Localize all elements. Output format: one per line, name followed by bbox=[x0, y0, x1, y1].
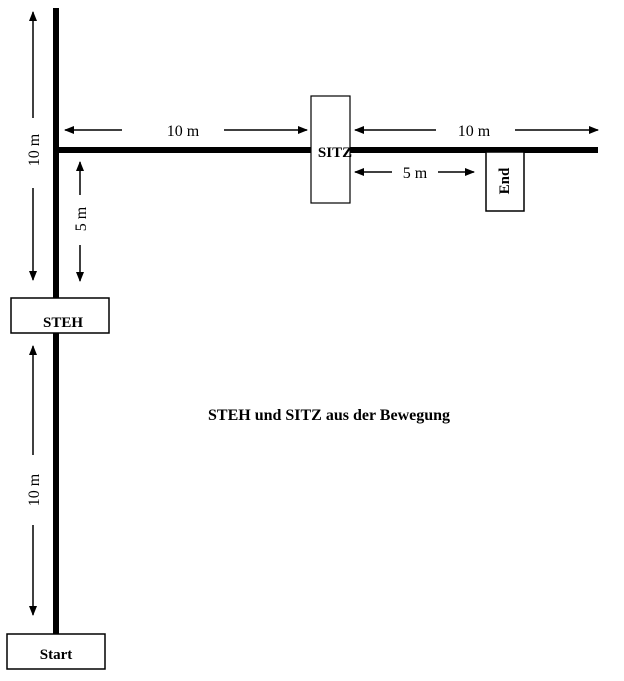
steh-label: STEH bbox=[43, 315, 83, 331]
dimension-horizontal-left: 10 m bbox=[64, 123, 308, 140]
distance-label: 10 m bbox=[26, 473, 43, 506]
distance-label: 5 m bbox=[403, 165, 428, 182]
steh-box: STEH bbox=[10, 297, 110, 334]
distance-label: 10 m bbox=[167, 123, 200, 140]
end-label: End bbox=[497, 167, 513, 194]
start-box: Start bbox=[6, 633, 106, 670]
dimension-vertical-upper: 10 m bbox=[26, 11, 43, 281]
diagram-caption: STEH und SITZ aus der Bewegung bbox=[208, 407, 450, 424]
dimension-horizontal-right: 10 m bbox=[354, 123, 599, 140]
sitz-label: SITZ bbox=[318, 145, 352, 161]
start-label: Start bbox=[40, 647, 73, 663]
end-box: End bbox=[485, 151, 525, 212]
distance-label: 5 m bbox=[73, 206, 90, 231]
distance-label: 10 m bbox=[458, 123, 491, 140]
dimension-horizontal-short: 5 m bbox=[354, 165, 475, 182]
distance-label: 10 m bbox=[26, 133, 43, 166]
dimension-vertical-lower: 10 m bbox=[26, 345, 43, 616]
dimension-vertical-short: 5 m bbox=[73, 161, 90, 282]
sitz-box: SITZ bbox=[310, 95, 352, 204]
